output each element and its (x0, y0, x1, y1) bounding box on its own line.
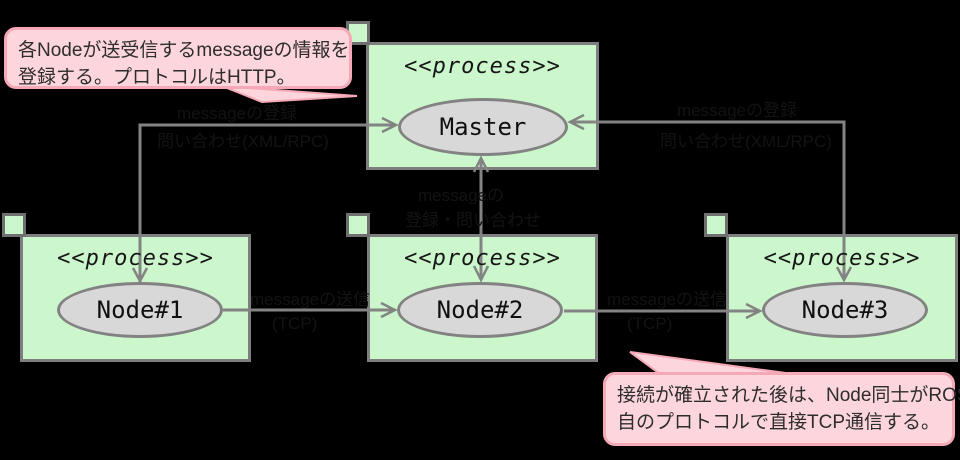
node-name: Master (439, 113, 527, 141)
connector-label: 問い合わせ(XML/RPC) (660, 132, 832, 151)
note-line: 自のプロトコルで直接TCP通信する。 (617, 412, 941, 433)
stereotype-label: <<process>> (404, 246, 561, 271)
node-name: Node#2 (436, 296, 524, 324)
note-master-registration: 各Nodeが送受信するmessageの情報を 登録する。プロトコルはHTTP。 (4, 27, 352, 89)
node-ellipse-master: Master (398, 98, 568, 156)
connector-label: messageの送信 (250, 290, 370, 309)
connector-label: messageの登録 (677, 101, 797, 120)
connector-label: 登録・問い合わせ (405, 211, 541, 230)
note-line: 登録する。プロトコルはHTTP。 (18, 67, 296, 88)
note-line: 接続が確立された後は、Node同士がROS独 (617, 385, 960, 406)
connector-label: (TCP) (272, 314, 318, 333)
component-corner-icon (2, 213, 26, 237)
connector-label: messageの登録 (177, 104, 297, 123)
node-ellipse-node2: Node#2 (397, 282, 563, 338)
node-ellipse-node1: Node#1 (57, 282, 223, 338)
note-tcp-communication: 接続が確立された後は、Node同士がROS独 自のプロトコルで直接TCP通信する… (603, 372, 960, 446)
connector-label: messageの (418, 186, 504, 205)
connector-label: messageの送信 (607, 290, 727, 309)
stereotype-label: <<process>> (404, 54, 561, 79)
stereotype-label: <<process>> (57, 246, 214, 271)
component-corner-icon (346, 213, 370, 237)
node-ellipse-node3: Node#3 (762, 282, 928, 338)
stereotype-label: <<process>> (763, 246, 921, 271)
component-corner-icon (704, 213, 728, 237)
node-name: Node#1 (96, 296, 184, 324)
connector-label: 問い合わせ(XML/RPC) (157, 132, 329, 151)
connector-label: (TCP) (627, 314, 673, 333)
node-name: Node#3 (801, 296, 889, 324)
note-line: 各Nodeが送受信するmessageの情報を (18, 40, 350, 61)
